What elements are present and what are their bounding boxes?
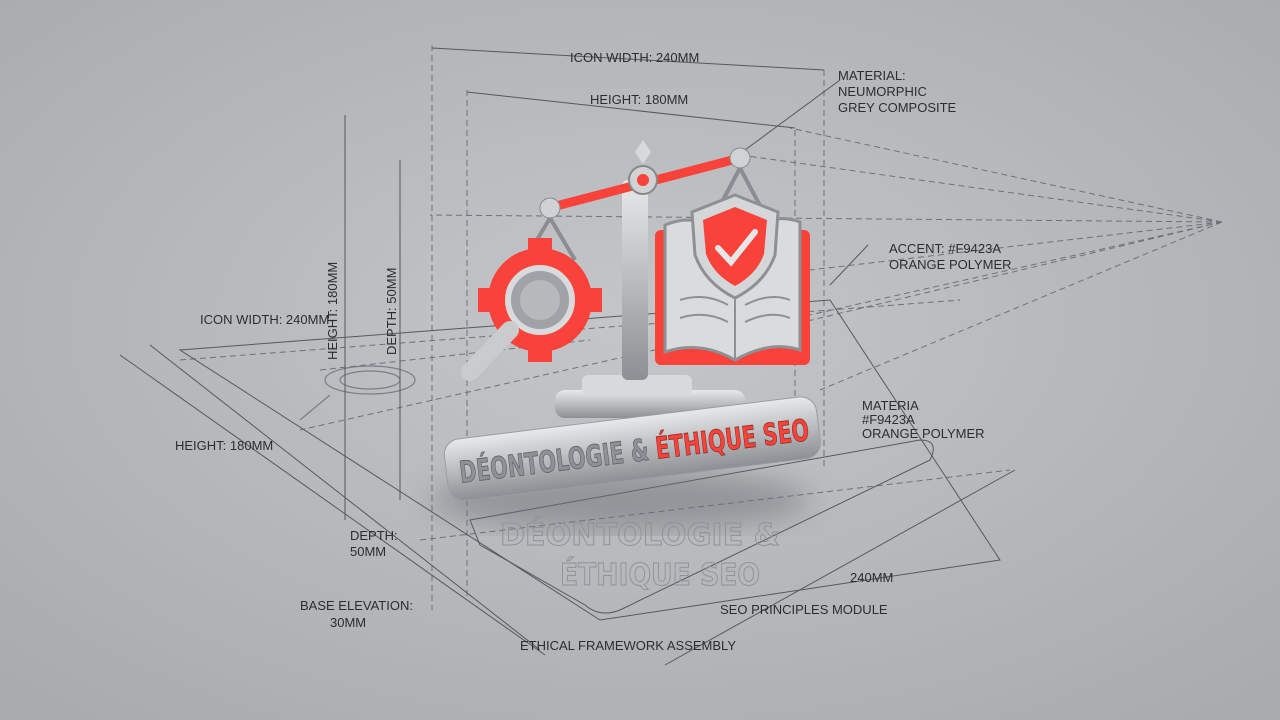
accent-label-1: ACCENT: #F9423A	[889, 241, 1001, 256]
base-elevation-label-1: BASE ELEVATION:	[300, 598, 413, 613]
labels: ICON WIDTH: 240MM HEIGHT: 180MM HEIGHT: …	[175, 50, 1012, 653]
icon-width-top-label: ICON WIDTH: 240MM	[570, 50, 699, 65]
height-left-label: HEIGHT: 180MM	[175, 438, 273, 453]
floor-reflection: DÉONTOLOGIE & ÉTHIQUE SEO	[500, 517, 781, 594]
width-bottom-label: 240MM	[850, 570, 893, 585]
small-material-label-2: #F9423A	[862, 412, 915, 427]
depth-vertical-label: DEPTH: 50MM	[384, 268, 399, 355]
shield-check-icon	[690, 193, 780, 300]
icon-width-left-label: ICON WIDTH: 240MM	[200, 312, 329, 327]
small-material-label-1: MATERIA	[862, 398, 919, 413]
material-label-1: MATERIAL:	[838, 68, 906, 83]
title-plaque: DÉONTOLOGIE & ÉTHIQUE SEO	[443, 396, 821, 501]
accent-label-2: ORANGE POLYMER	[889, 257, 1012, 272]
gear-magnifier-icon	[461, 238, 602, 381]
ethical-framework-label: ETHICAL FRAMEWORK ASSEMBLY	[520, 638, 736, 653]
base-elevation-label-2: 30MM	[330, 615, 366, 630]
material-label-2: NEUMORPHIC	[838, 84, 927, 99]
depth-bottom-label-1: DEPTH:	[350, 528, 398, 543]
material-label-3: GREY COMPOSITE	[838, 100, 957, 115]
dimension-lines	[344, 47, 869, 520]
seo-module-label: SEO PRINCIPLES MODULE	[720, 602, 888, 617]
height-top-label: HEIGHT: 180MM	[590, 92, 688, 107]
reflection-text-1: DÉONTOLOGIE &	[500, 517, 780, 553]
small-material-label-3: ORANGE POLYMER	[862, 426, 985, 441]
height-vertical-label: HEIGHT: 180MM	[325, 262, 340, 360]
reflection-text-2: ÉTHIQUE SEO	[560, 557, 760, 593]
depth-bottom-label-2: 50MM	[350, 544, 386, 559]
